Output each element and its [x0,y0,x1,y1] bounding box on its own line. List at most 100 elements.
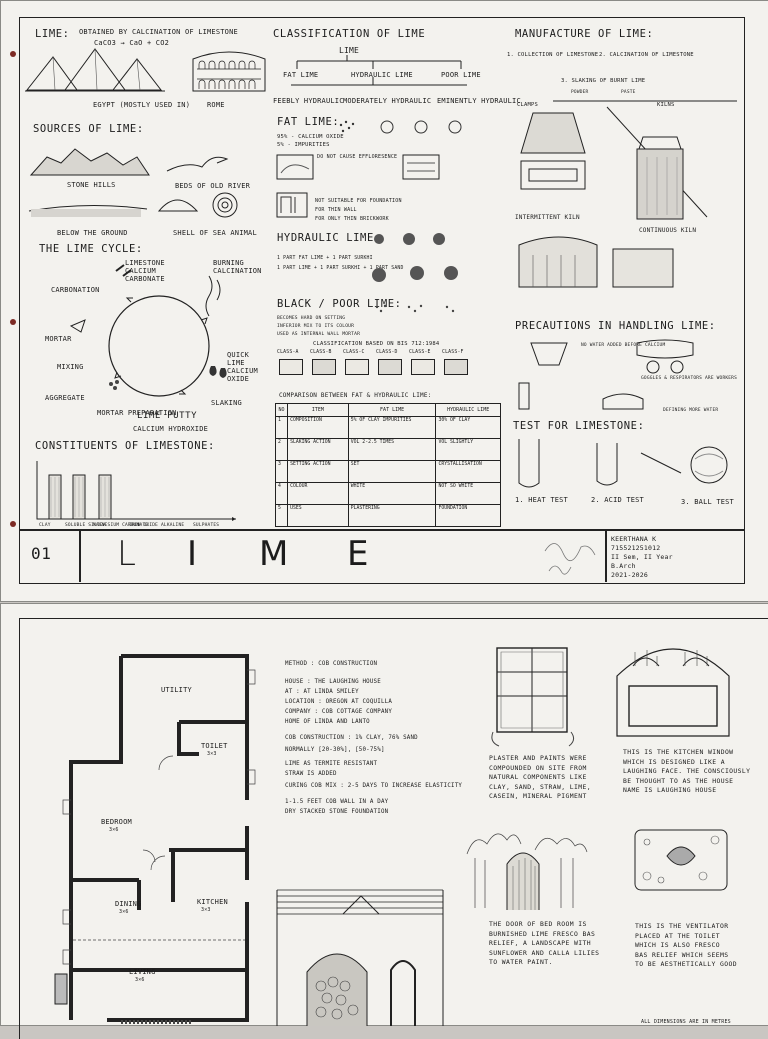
method-line: LIME AS TERMITE RESISTANT [285,761,378,767]
room-living: LIVING [129,968,156,976]
continuous-label: CONTINUOUS KILN [639,227,697,234]
table-cell: NOT SO WHITE [435,482,501,505]
floor-plan [54,654,256,1024]
bedroom-door-sketch [466,833,588,910]
sheet-number: 01 [31,544,52,563]
room-bedroom-dim: 3×6 [109,827,119,833]
batch: 2021-2026 [611,571,649,579]
door-note: THE DOOR OF BED ROOM IS BURNISHED LIME F… [489,920,600,966]
calcination-formula: CaCO3 → CaO + CO2 [94,39,170,47]
poor-note-2: USED AS INTERNAL WALL MORTAR [277,332,361,337]
cycle-carbonation: CARBONATION [51,286,100,294]
table-cell: 4 [274,482,289,505]
cycle-putty: LIME PUTTY [137,411,198,421]
classification-tree [291,55,467,86]
student-id: 715521251012 [611,544,661,552]
sources-heading: SOURCES OF LIME: [33,123,144,135]
cycle-mortar: MORTAR [45,335,72,343]
bis-class-sketch [345,359,369,375]
table-cell: SLAKING ACTION [287,438,349,461]
table-cell: COMPOSITION [287,416,349,439]
precautions-heading: PRECAUTIONS IN HANDLING LIME: [515,320,716,332]
class-moderately: MODERATELY HYDRAULIC [343,97,432,105]
table-header: FAT LIME [347,403,437,417]
classification-heading: CLASSIFICATION OF LIME [273,28,426,40]
bis-class-label: CLASS-A [277,350,299,355]
fat-lime-sketches [339,120,462,134]
method-line: AT : AT LINDA SMILEY [285,689,359,695]
semester: II Sem, II Year [611,553,673,561]
bis-heading: CLASSIFICATION BASED ON BIS 712:1984 [313,341,440,347]
method-line: COB CONSTRUCTION : 1% CLAY, 76% SAND [285,735,418,741]
test-sketches [518,439,728,488]
table-cell: VOL SLIGHTLY [435,438,501,461]
ventilator-note: THIS IS THE VENTILATOR PLACED AT THE TOI… [635,922,737,968]
bis-class-label: CLASS-B [310,350,332,355]
precautions-sketches [518,339,694,410]
table-cell: 1 [274,416,289,439]
laughing-window-sketch [616,648,730,737]
method-line: HOME OF LINDA AND LANTO [285,719,370,725]
room-kitchen: KITCHEN [197,898,228,906]
cob-house-sheet: UTILITY TOILET 3×3 BEDROOM 3×6 DINING 3×… [0,603,768,1039]
table-cell: 30% OF CLAY [435,416,501,439]
fat-comp-1: 95% - CALCIUM OXIDE [277,134,344,140]
cycle-hydroxide: CALCIUM HYDROXIDE [133,425,209,433]
bis-class-sketch [279,359,303,375]
beds-river-label: BEDS OF OLD RIVER [175,182,251,190]
bis-class-label: CLASS-E [409,350,431,355]
program: B.Arch [611,562,636,570]
method-line: METHOD : COB CONSTRUCTION [285,661,378,667]
room-toilet-dim: 3×3 [207,751,217,757]
clamps-kiln-sketches [520,100,737,220]
intermittent-label: INTERMITTENT KILN [515,214,580,221]
bis-class-label: CLASS-F [442,350,464,355]
method-line: HOUSE : THE LAUGHING HOUSE [285,679,381,685]
class-fat: FAT LIME [283,71,319,79]
table-cell: CRYSTALLISATION [435,460,501,483]
bar-label-0: CLAY [39,523,51,528]
poor-note-1: INFERIOR MIX TO ITS COLOUR [277,324,355,329]
table-cell: USES [287,504,349,527]
table-cell: 2 [274,438,289,461]
manu-paste: PASTE [621,90,636,95]
precaution-1: GOGGLES & RESPIRATORS ARE WORKERS [641,376,738,381]
test-heading: TEST FOR LIMESTONE: [513,420,645,432]
table-cell: 5% OF CLAY IMPURITIES [347,416,437,439]
table-cell: WHITE [347,482,437,505]
bis-class-sketch [411,359,435,375]
table-cell: COLOUR [287,482,349,505]
punch-hole [10,51,16,57]
fat-note-1: NOT SUITABLE FOR FOUNDATION [315,198,402,204]
class-eminently: EMINENTLY HYDRAULIC [437,97,521,105]
shell-label: SHELL OF SEA ANIMAL [173,229,257,237]
manu-step-3: 3. SLAKING OF BURNT LIME [561,78,646,84]
hydraulic-note-1: 1 PART LIME + 1 PART SURKHI + 1 PART SAN… [277,266,404,271]
table-cell: FOUNDATION [435,504,501,527]
egypt-label: EGYPT (MOSTLY USED IN) [93,101,191,109]
cycle-quicklime: QUICK LIME CALCIUM OXIDE [227,351,258,383]
rome-label: ROME [207,101,225,109]
method-line: CURING COB MIX : 2-5 DAYS TO INCREASE EL… [285,783,463,789]
room-bedroom: BEDROOM [101,818,132,826]
punch-hole [10,319,16,325]
intermittent-kiln-sketch [518,236,674,288]
bar-label-1: SOLUBLE SILICA [65,523,106,528]
class-hydraulic: HYDRAULIC LIME [351,71,413,79]
fat-comp-2: 5% - IMPURITIES [277,142,330,148]
method-line: STRAW IS ADDED [285,771,337,777]
pyramids-sketch [25,48,165,92]
student-name: KEERTHANA K [611,535,657,543]
class-feebly: FEEBLY HYDRAULIC [273,97,344,105]
bis-class-label: CLASS-D [376,350,398,355]
bis-class-sketch [312,359,336,375]
colosseum-sketch [192,51,266,92]
precaution-2: DEFINING MORE WATER [663,408,719,413]
test-3: 3. BALL TEST [681,498,734,506]
ventilator-sketch [634,829,728,891]
table-header: NO [274,403,289,417]
